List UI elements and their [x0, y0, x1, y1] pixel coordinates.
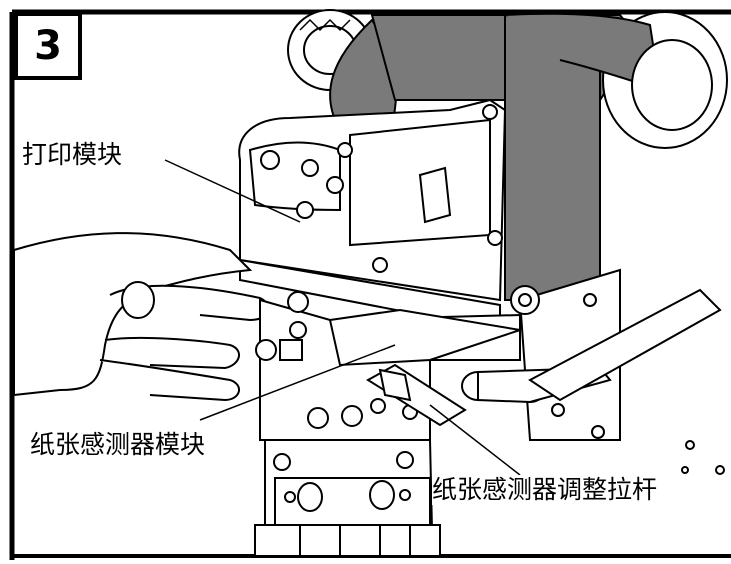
print-module [238, 98, 507, 332]
step-number-box: 3 [14, 12, 82, 80]
leader-print-module [164, 159, 301, 223]
label-sensor-module: 纸张感测器模块 [30, 430, 206, 460]
step-number: 3 [34, 23, 62, 69]
label-print-module: 打印模块 [22, 140, 123, 169]
leader-lines [164, 159, 521, 476]
right-frame [461, 268, 725, 475]
leader-sensor-lever [429, 404, 521, 476]
label-sensor-lever: 纸张感测器调整拉杆 [432, 475, 658, 505]
leader-sensor-module [199, 344, 396, 421]
hand [13, 232, 270, 402]
ribbon-takeup [504, 11, 728, 301]
base-plate [254, 439, 441, 557]
